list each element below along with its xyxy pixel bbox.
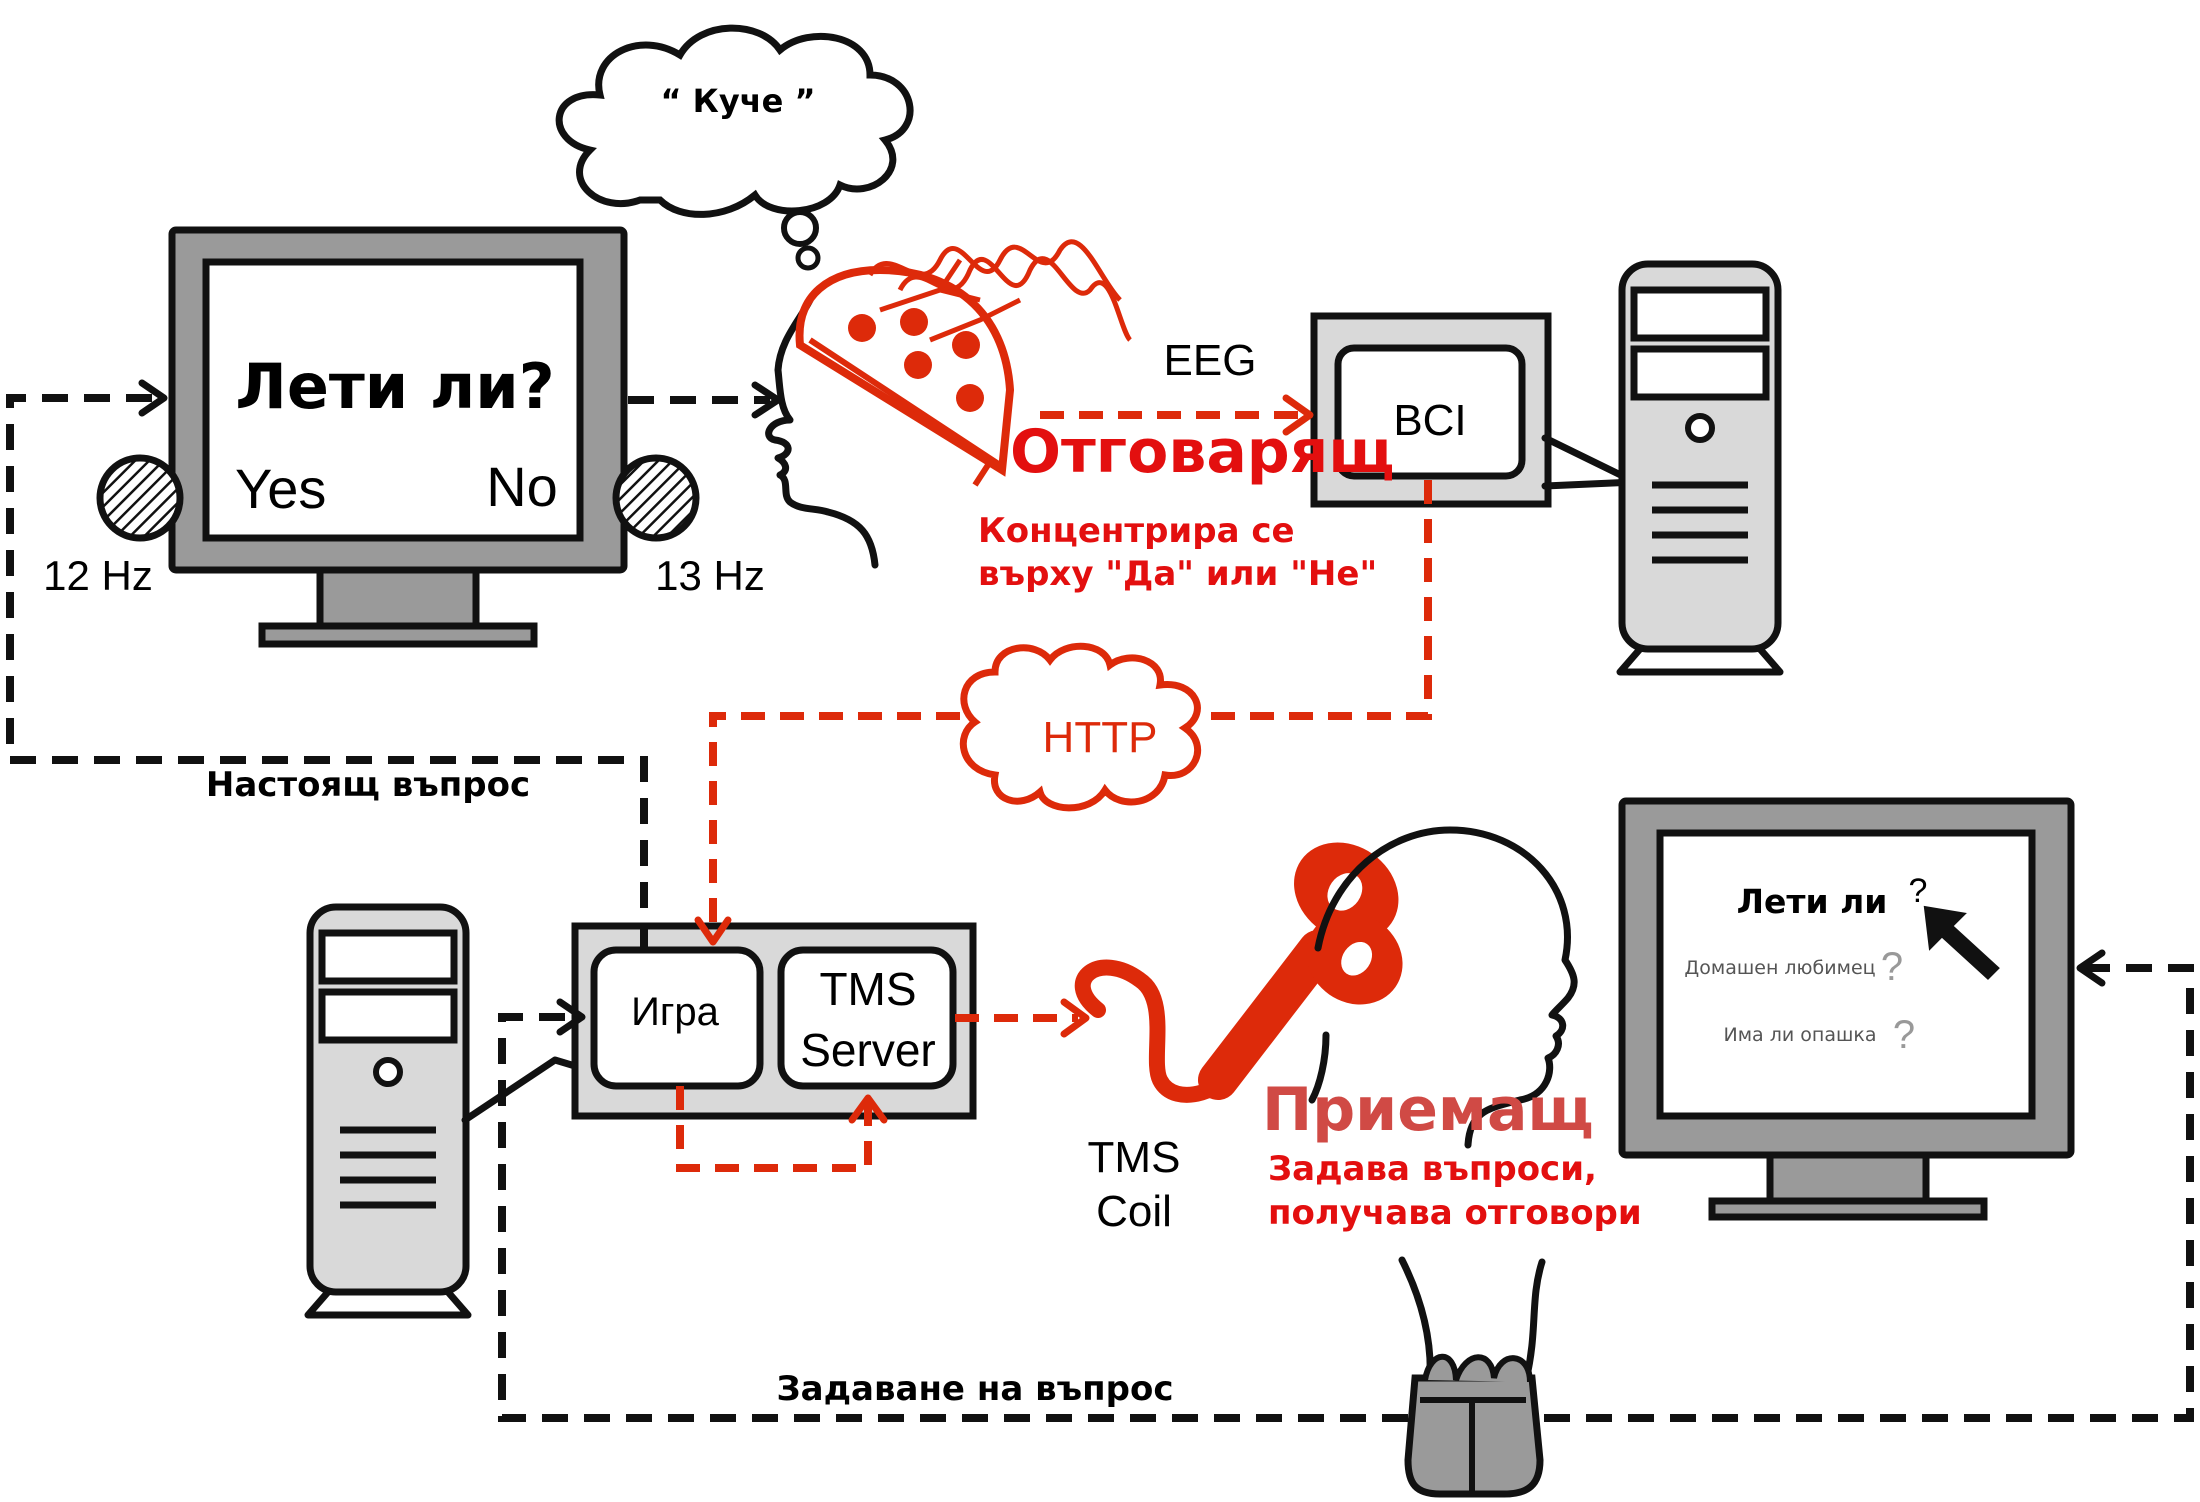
http-cloud: HTTP (959, 642, 1201, 812)
eeg-electrode (956, 384, 984, 412)
flow-bci-to-game (694, 480, 1432, 946)
flow-actual-question: Настоящ въпрос (6, 379, 648, 950)
actual-question-label: Настоящ въпрос (206, 765, 530, 805)
thought-bubble: “ Куче ” (555, 24, 914, 271)
receiver-question: Лети ли (1737, 882, 1888, 921)
eeg-electrode (904, 351, 932, 379)
responder-desc-line2: върху "Да" или "Не" (978, 554, 1377, 594)
option-pet-mark: ? (1881, 945, 1903, 989)
receiver-desc-line1: Задава въпроси, (1268, 1149, 1597, 1189)
thought-text: “ Куче ” (660, 82, 815, 120)
flow-ask-question: Задаване на въпрос (498, 949, 2194, 1422)
flow-server-to-coil (955, 998, 1090, 1038)
tms-server-line1: TMS (819, 963, 916, 1015)
flow-eeg-to-bci (1040, 394, 1314, 436)
responder-desc-line1: Концентрира се (978, 511, 1295, 551)
eeg-electrode (900, 308, 928, 336)
flow-monitor-to-head (628, 381, 782, 419)
receiver-monitor: Лети ли ? Домашен любимец ? Има ли опашк… (1618, 797, 2075, 1221)
freq-12hz-label: 12 Hz (43, 552, 153, 599)
responder-title: Отговарящ (1010, 417, 1395, 487)
yes-option: Yes (235, 457, 326, 520)
tms-coil-line2: Coil (1096, 1187, 1172, 1236)
receiver-head (1308, 826, 1578, 1149)
http-label: HTTP (1043, 713, 1158, 762)
game-server-box: Игра TMS Server (571, 922, 977, 1120)
bci-monitor: BCI (1310, 312, 1639, 508)
flow-game-to-tms-server (676, 1086, 888, 1172)
tms-coil (1074, 842, 1403, 1103)
receiver-question-mark: ? (1909, 872, 1928, 910)
ask-question-label: Задаване на въпрос (776, 1369, 1173, 1409)
led-13hz (612, 454, 700, 542)
sender-head (765, 239, 1133, 569)
sender-monitor: Лети ли? Yes No (168, 226, 628, 648)
eeg-label: EEG (1164, 336, 1257, 385)
option-pet: Домашен любимец (1684, 957, 1875, 979)
option-tail: Има ли опашка (1724, 1024, 1877, 1046)
receiver-title: Приемащ (1262, 1075, 1594, 1145)
eeg-electrode (952, 331, 980, 359)
eeg-electrode (848, 314, 876, 342)
tms-coil-line1: TMS (1088, 1133, 1181, 1182)
receiver-desc-line2: получава отговори (1268, 1193, 1642, 1233)
hand-mouse (1398, 1256, 1546, 1498)
computer-tower-bottom (304, 903, 579, 1319)
led-12hz (96, 454, 184, 542)
no-option: No (486, 455, 558, 518)
game-label: Игра (631, 990, 720, 1034)
tms-server-line2: Server (800, 1024, 935, 1076)
sender-question: Лети ли? (235, 350, 554, 423)
bci-label: BCI (1393, 396, 1466, 445)
freq-13hz-label: 13 Hz (655, 552, 765, 599)
option-tail-mark: ? (1893, 1013, 1915, 1057)
computer-tower-top (1616, 260, 1784, 676)
mouse-cursor-icon (1920, 902, 2005, 985)
